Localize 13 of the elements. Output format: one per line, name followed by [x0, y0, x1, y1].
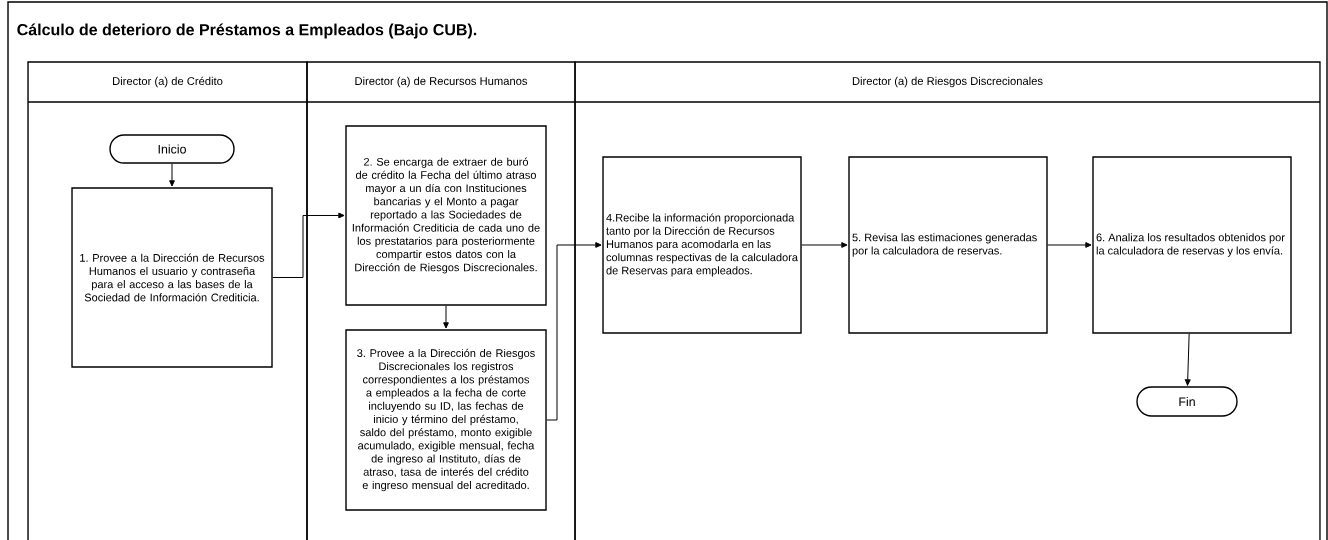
arrow	[272, 212, 345, 278]
process-box: 3. Provee a la Dirección de Riesgos Discrecionales los registros correspondientes a los préstamos a empleados a la fecha de corte incluyendo su ID, las fechas de inicio y término del préstamo, saldo del préstamo, monto exigible acumulado, exigible mensual, fecha de ingreso al Instituto, días de atraso, tasa de interés del crédito e ingreso mensual del acreditado.	[345, 329, 547, 511]
arrow	[443, 305, 449, 329]
process-box: 1. Provee a la Dirección de Recursos Humanos el usuario y contraseña para el acceso a las bases de la Sociedad de Información Crediticia.	[71, 187, 273, 368]
arrow	[169, 163, 175, 187]
arrow	[1047, 242, 1092, 248]
process-box: 6. Analiza los resultados obtenidos por la calculadora de reservas y los envía.	[1092, 156, 1292, 334]
arrow	[1184, 333, 1191, 386]
process-box: 5. Revisa las estimaciones generadas por la calculadora de reservas.	[848, 156, 1048, 334]
process-box: 2. Se encarga de extraer de buró de crédito la Fecha del último atraso mayor a un día con Instituciones bancarias y el Monto a pagar reportado a las Sociedades de Información Crediticia de cada uno de los prestatarios para posteriormente compartir estos datos con la Dirección de Riesgos Discrecionales.	[345, 125, 547, 306]
arrow	[801, 242, 848, 248]
arrow	[546, 242, 602, 421]
process-box: 4.Recibe la información proporcionada tanto por la Dirección de Recursos Humanos para acomodarla en las columnas respectivas de la calculadora de Reservas para empleados.	[602, 156, 802, 334]
